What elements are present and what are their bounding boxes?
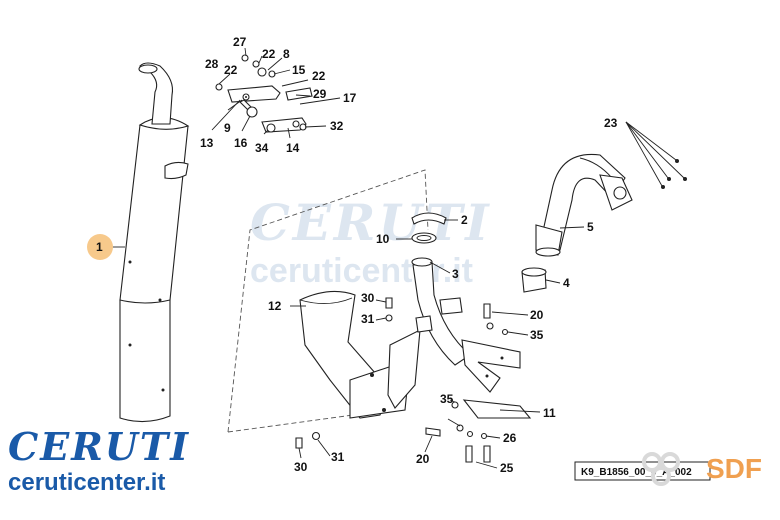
callout-10: 10: [376, 232, 390, 246]
callout-22c: 22: [312, 69, 326, 83]
callout-25: 25: [500, 461, 514, 475]
callout-28: 28: [205, 57, 219, 71]
callout-8: 8: [283, 47, 290, 61]
callout-31a: 31: [361, 312, 375, 326]
muffler-part-1: [119, 62, 190, 423]
callout-labels: 1 27 28 22 22 8 15 22 29 17 9 13 16 34 1…: [96, 35, 618, 475]
callout-20b: 20: [416, 452, 430, 466]
bolt-set-part-23: [625, 121, 687, 189]
callout-34: 34: [255, 141, 269, 155]
brand-logo-text: CERUTI: [8, 424, 190, 469]
callout-17: 17: [343, 91, 357, 105]
callout-35a: 35: [530, 328, 544, 342]
gasket-part-10: [411, 232, 437, 244]
callout-4: 4: [563, 276, 570, 290]
callout-26: 26: [503, 431, 517, 445]
callout-35b: 35: [440, 392, 454, 406]
callout-30b: 30: [294, 460, 308, 474]
watermark-site: ceruticenter.it: [250, 252, 473, 290]
callout-14: 14: [286, 141, 300, 155]
callout-9: 9: [224, 121, 231, 135]
callout-11: 11: [543, 406, 556, 420]
callout-32: 32: [330, 119, 344, 133]
callout-13: 13: [200, 136, 214, 150]
leader-lines: [112, 47, 585, 469]
callout-16: 16: [234, 136, 248, 150]
clamp-part-2: [411, 212, 447, 225]
callout-22b: 22: [262, 47, 276, 61]
callout-22a: 22: [224, 63, 238, 77]
fasteners: [295, 297, 532, 463]
callout-27: 27: [233, 35, 247, 49]
bracket-assembly: [215, 54, 313, 133]
callout-29: 29: [313, 87, 327, 101]
callout-1: 1: [96, 240, 103, 254]
heat-shield-part-12: [299, 290, 421, 419]
clamp-part-4: [521, 267, 547, 293]
brand-site-text: ceruticenter.it: [8, 469, 165, 496]
callout-12: 12: [268, 299, 282, 313]
callout-20a: 20: [530, 308, 544, 322]
sdf-logo-text: SDF: [706, 453, 762, 484]
watermark-logo: CERUTI: [250, 193, 492, 252]
callout-5: 5: [587, 220, 594, 234]
pipe-part-3: [411, 257, 521, 393]
drawing-code: K9_B1856_00_0_A_002: [581, 467, 692, 478]
callout-23: 23: [604, 116, 618, 130]
ceruti-logo: CERUTI ceruticenter.it: [8, 424, 190, 496]
callout-15: 15: [292, 63, 306, 77]
callout-31b: 31: [331, 450, 345, 464]
sdf-emblem-icon: [642, 452, 680, 486]
watermark: CERUTI ceruticenter.it: [250, 193, 492, 290]
callout-30a: 30: [361, 291, 375, 305]
callout-2: 2: [461, 213, 468, 227]
callout-3: 3: [452, 267, 459, 281]
elbow-pipe-part-5: [535, 153, 633, 257]
callout-highlight: [87, 234, 113, 260]
sdf-logo: SDF: [642, 452, 762, 486]
